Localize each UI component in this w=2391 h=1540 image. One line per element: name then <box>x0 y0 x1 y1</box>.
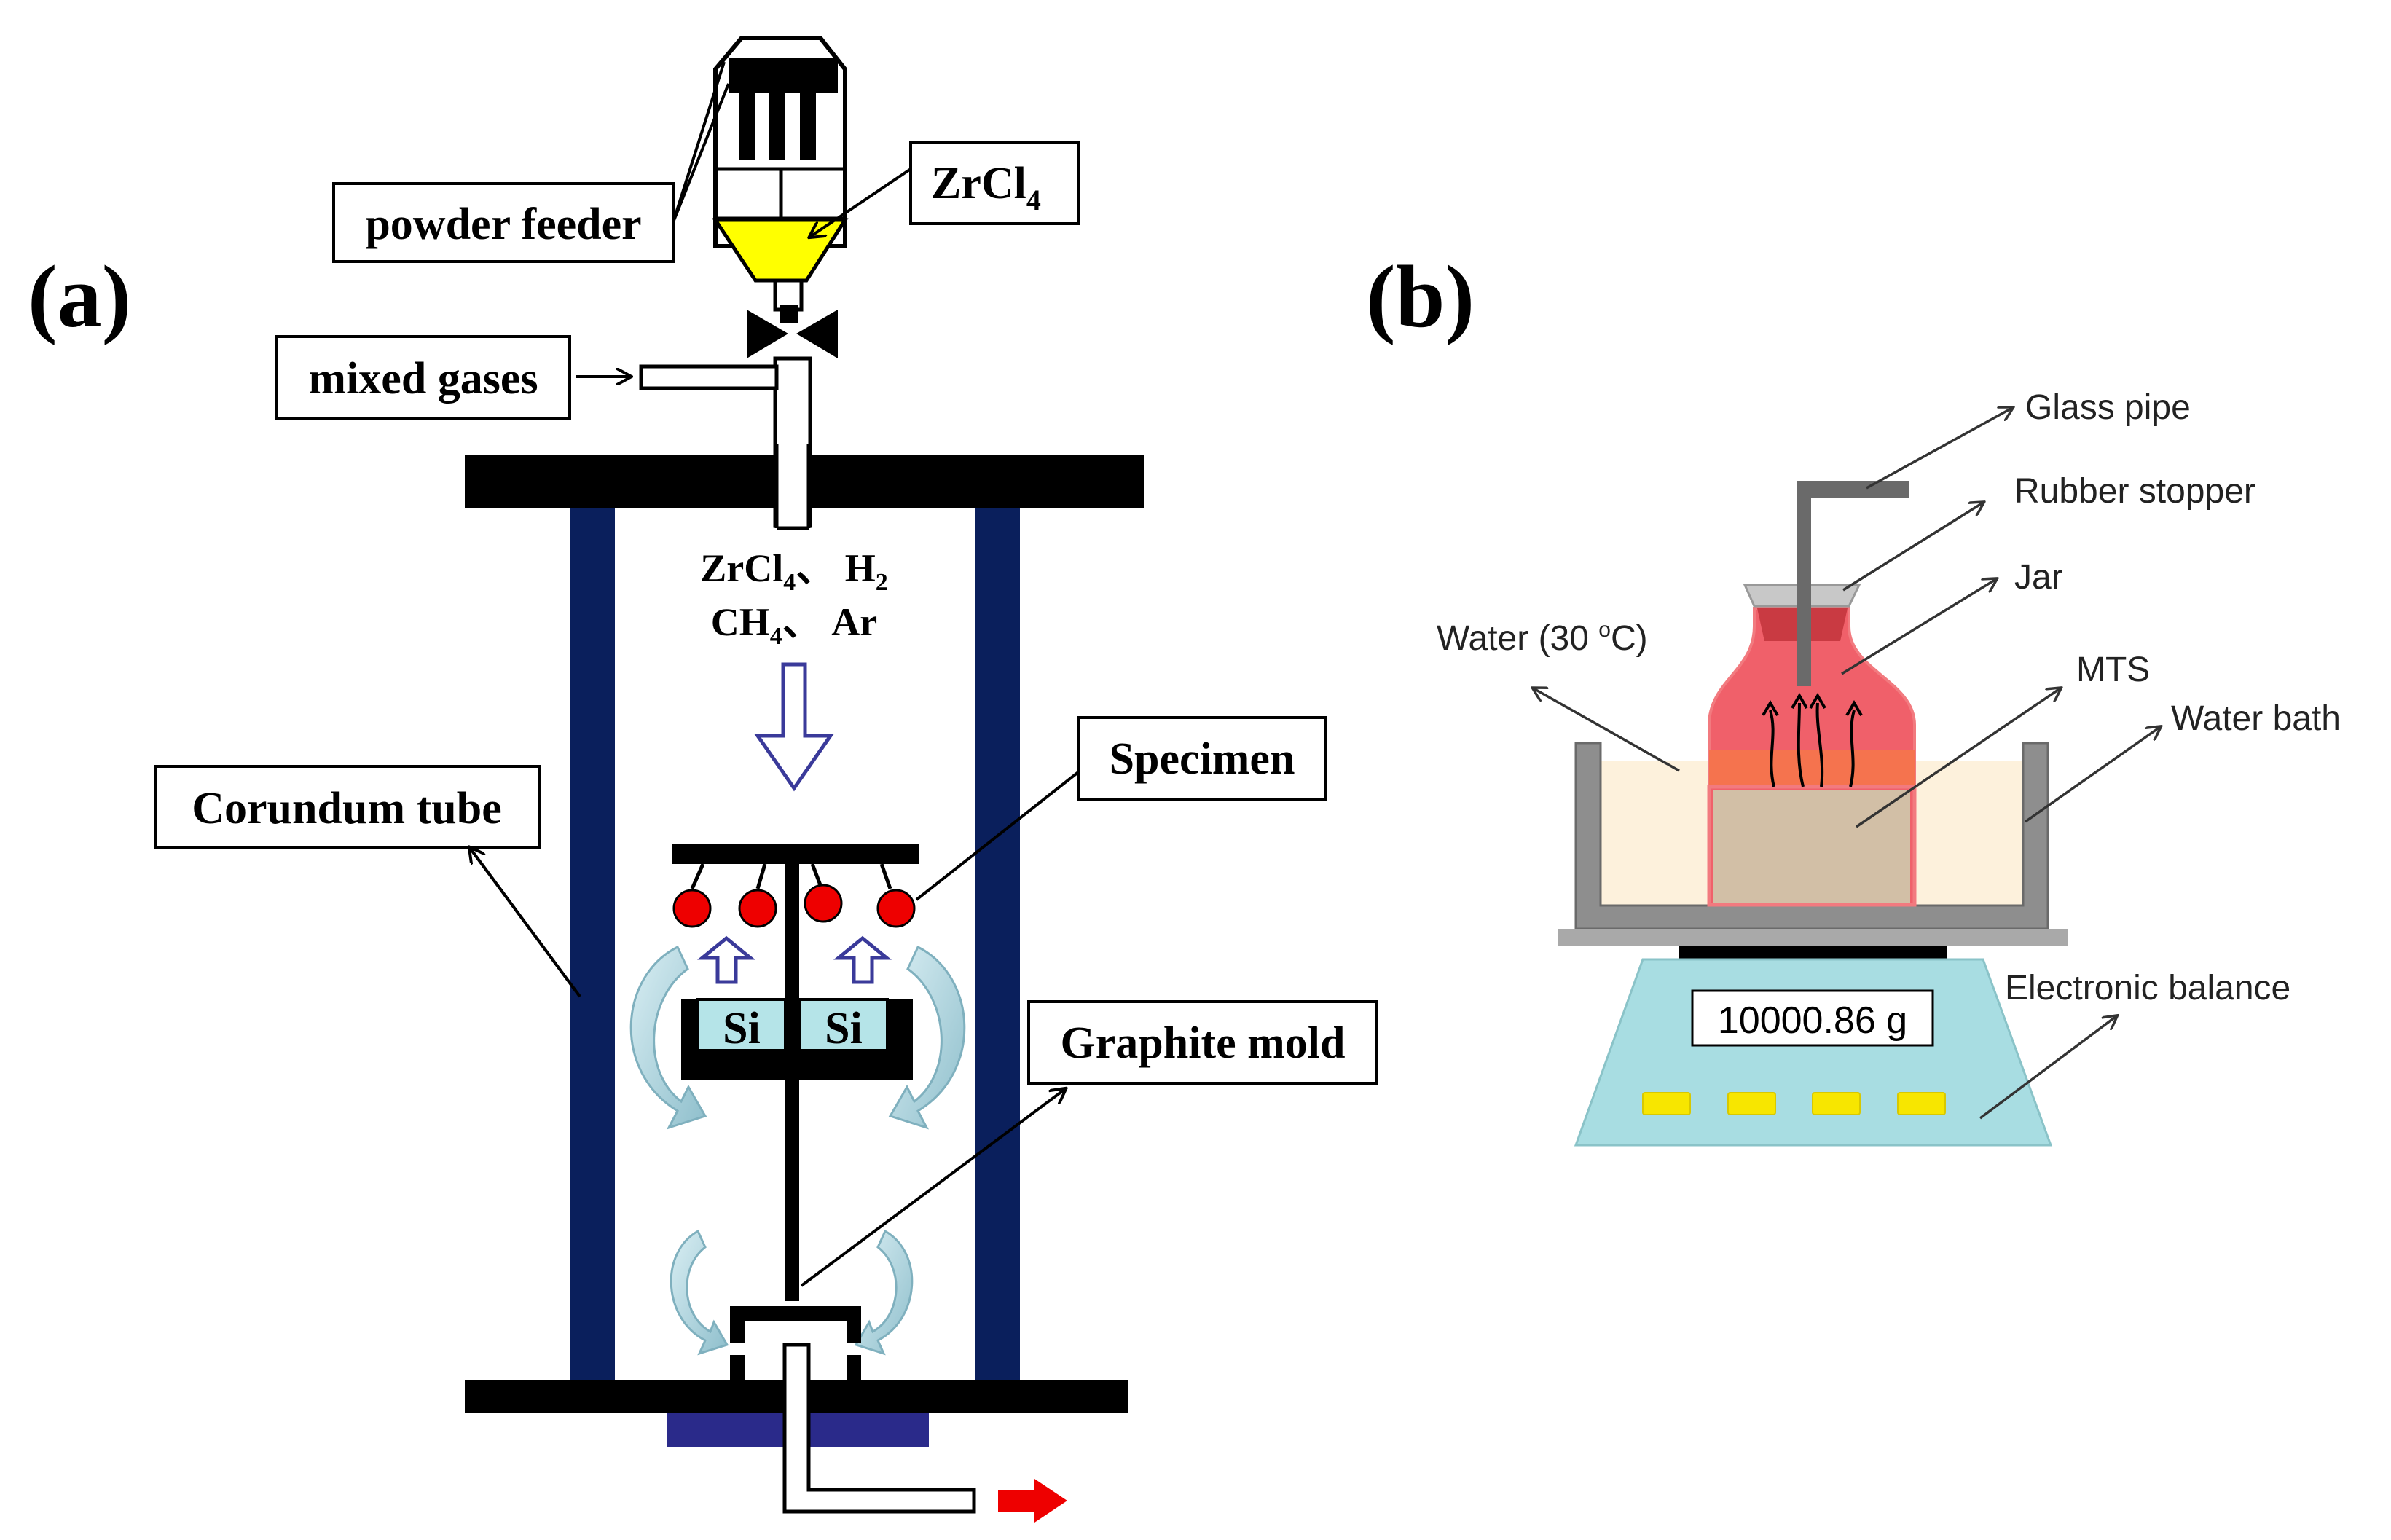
jar <box>1707 607 1917 907</box>
si-right-label: Si <box>825 1004 863 1053</box>
central-rod <box>785 864 799 1301</box>
curved-flow-arrow-icon <box>629 945 707 1130</box>
water-temperature-label: Water (30 oC) <box>1437 618 1648 658</box>
specimen-label: Specimen <box>1110 734 1295 784</box>
corundum-tube-label: Corundum tube <box>192 784 502 833</box>
balance-button <box>1727 1092 1776 1115</box>
balance-button <box>1642 1092 1691 1115</box>
zrcl4-powder <box>712 218 849 283</box>
electronic-balance-label: Electronic balance <box>2005 969 2290 1007</box>
mts-liquid <box>1713 790 1910 903</box>
graphite-mold <box>730 1306 861 1380</box>
curved-flow-arrow-icon <box>670 1229 729 1356</box>
mixed-gases-label: mixed gases <box>308 354 538 404</box>
corundum-tube-left <box>570 508 615 1380</box>
powder-feeder <box>712 36 849 312</box>
holder-bar <box>672 844 919 864</box>
zrcl4-label: ZrCl4 <box>931 159 1041 216</box>
specimen-hangers <box>690 863 892 890</box>
exhaust-arrow-icon <box>998 1479 1067 1523</box>
valve-icon <box>747 305 838 358</box>
gas-flow-arrow-icon <box>754 662 834 792</box>
rubber-stopper-label: Rubber stopper <box>2014 472 2255 511</box>
mts-label: MTS <box>2076 651 2150 689</box>
panel-a: (a) powder feeder ZrCl4 <box>28 36 1378 1523</box>
panel-a-label: (a) <box>28 248 131 346</box>
balance-display: 10000.86 g <box>1718 999 1907 1042</box>
specimen-ball <box>804 884 843 923</box>
vapor-up-arrow-icon <box>696 935 756 984</box>
graphite-mold-label: Graphite mold <box>1061 1018 1346 1068</box>
glass-pipe <box>1797 481 1811 686</box>
si-left-label: Si <box>723 1004 761 1053</box>
water-bath-label: Water bath <box>2171 699 2341 738</box>
balance-button <box>1897 1092 1946 1115</box>
jar-label: Jar <box>2014 558 2063 597</box>
glass-pipe-label: Glass pipe <box>2025 388 2191 427</box>
powder-feeder-label: powder feeder <box>365 200 641 249</box>
curved-flow-arrow-icon <box>888 945 966 1130</box>
gas-composition-line1: ZrCl4、 H2 <box>700 546 888 596</box>
curved-flow-arrow-icon <box>854 1229 914 1356</box>
vapor-up-arrow-icon <box>833 935 892 984</box>
panel-b: (b) 100 <box>1366 248 2341 1147</box>
mixed-gas-pipe <box>639 364 779 390</box>
specimen-ball <box>876 889 916 928</box>
specimen-ball <box>672 889 712 928</box>
balance-plate <box>1558 929 2068 946</box>
panel-b-label: (b) <box>1366 248 1475 346</box>
outlet-pipe <box>782 1343 976 1514</box>
specimen-ball <box>738 889 777 928</box>
gas-composition-line2: CH4、 Ar <box>711 600 877 650</box>
vapor-lines <box>1762 693 1863 787</box>
balance-button <box>1812 1092 1861 1115</box>
corundum-tube-right <box>975 508 1020 1380</box>
